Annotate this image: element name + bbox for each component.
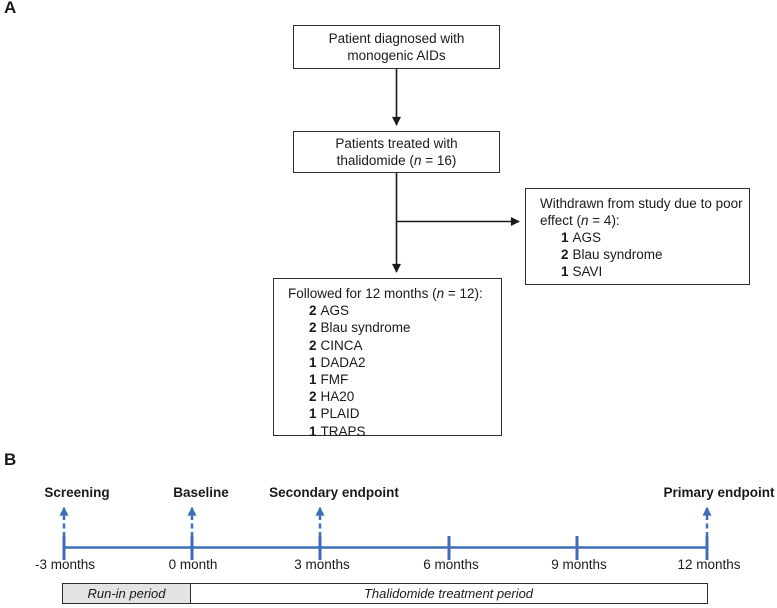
box-withdrawn: Withdrawn from study due to poor effect … — [525, 188, 750, 285]
box-patient-diagnosed: Patient diagnosed with monogenic AIDs — [293, 25, 500, 69]
box-patients-treated-line1: Patients treated with — [335, 136, 458, 151]
box-patient-diagnosed-line2: monogenic AIDs — [347, 48, 446, 63]
box-withdrawn-header-line1: Withdrawn from study due to poor — [540, 196, 743, 211]
time-label-0-month: 0 month — [168, 557, 218, 572]
event-label-screening: Screening — [44, 485, 110, 500]
panel-a-label: A — [4, 0, 17, 17]
box-patients-treated-line2: thalidomide (n = 16) — [336, 153, 457, 168]
time-label-12-months: 12 months — [677, 557, 741, 572]
panel-b-label: B — [4, 450, 17, 469]
box-followed-header: Followed for 12 months (n = 12): — [288, 286, 483, 301]
period-run-in: Run-in period — [62, 583, 191, 604]
time-label-minus3-months: -3 months — [34, 557, 96, 572]
box-patients-treated: Patients treated with thalidomide (n = 1… — [293, 131, 500, 173]
time-label-9-months: 9 months — [551, 557, 607, 572]
event-label-primary-endpoint: Primary endpoint — [663, 485, 775, 500]
box-patient-diagnosed-line1: Patient diagnosed with — [328, 31, 465, 46]
time-label-3-months: 3 months — [294, 557, 350, 572]
event-label-baseline: Baseline — [173, 485, 229, 500]
time-label-6-months: 6 months — [423, 557, 479, 572]
box-withdrawn-header-line2: effect (n = 4): — [540, 213, 620, 228]
event-label-secondary-endpoint: Secondary endpoint — [269, 485, 399, 500]
period-thalidomide-treatment: Thalidomide treatment period — [189, 583, 708, 604]
